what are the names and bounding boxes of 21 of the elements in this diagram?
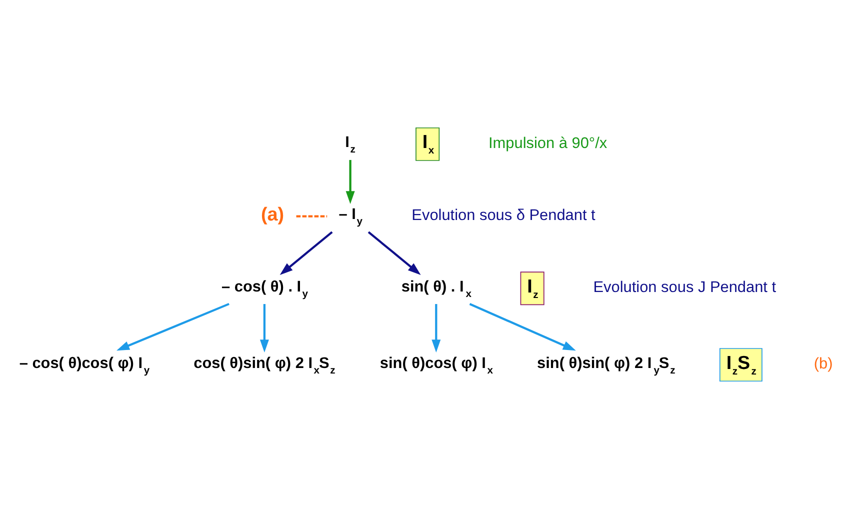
arrow — [280, 230, 333, 274]
connector — [296, 214, 328, 217]
node-text: sin( θ)cos( φ) I$_{x}$ — [380, 354, 493, 376]
label: (b) — [814, 355, 833, 372]
node-text: – I$_{y}$ — [338, 206, 362, 228]
node-text: sin( θ) . I$_{x}$ — [401, 278, 472, 300]
node-text: I$_{z}$ — [345, 134, 356, 156]
arrow — [469, 302, 576, 350]
arrow — [432, 304, 441, 352]
arrow — [260, 304, 269, 352]
arrow — [116, 302, 230, 350]
node-text: – cos( θ) . I$_{y}$ — [222, 278, 308, 300]
label: Evolution sous δ Pendant t — [412, 206, 596, 224]
node-text: sin( θ)sin( φ) 2 I$_{y}$S$_{z}$ — [537, 354, 676, 376]
node-text: – cos( θ)cos( φ) I$_{y}$ — [19, 354, 150, 376]
label: Impulsion à 90°/x — [488, 134, 608, 152]
node-text: (a) — [261, 204, 284, 225]
arrow — [346, 159, 355, 204]
node-text: cos( θ)sin( φ) 2 I$_{x}$S$_{z}$ — [194, 354, 336, 376]
arrow — [368, 230, 421, 274]
label: Evolution sous J Pendant t — [593, 278, 776, 296]
